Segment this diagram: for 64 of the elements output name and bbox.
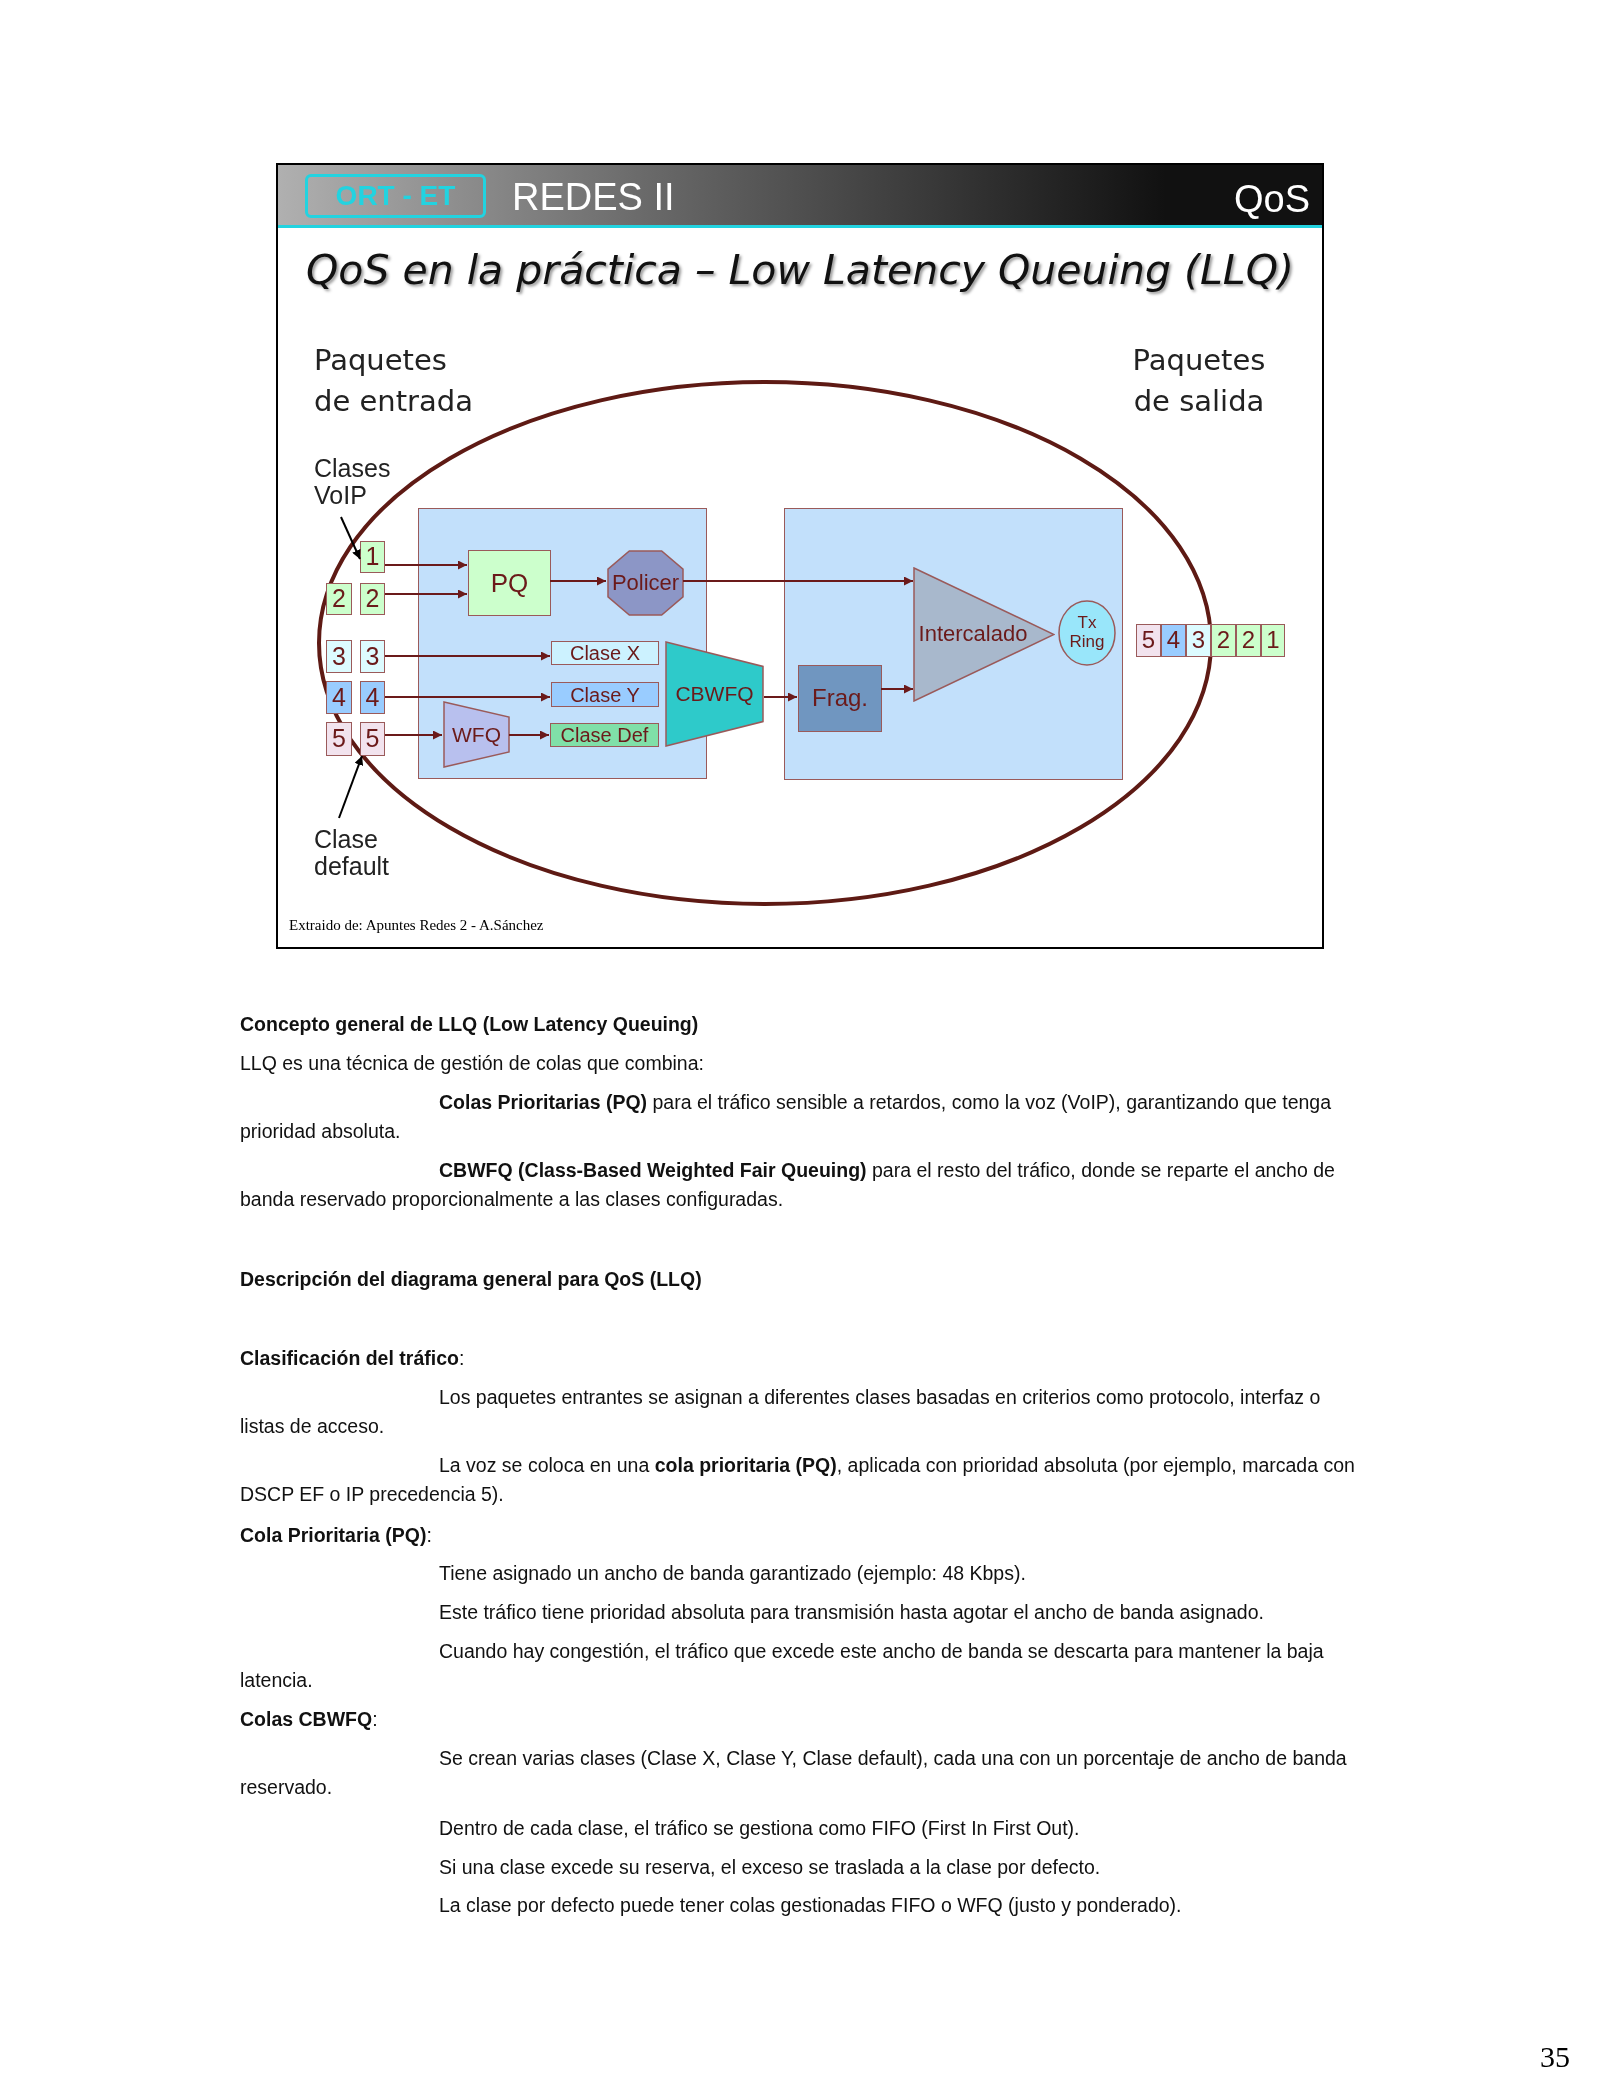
paragraph: Dentro de cada clase, el tráfico se gestiona como FIFO (First In First Out). bbox=[438, 1816, 1081, 1841]
packet-box: 1 bbox=[360, 541, 385, 573]
queue-box: PQ bbox=[468, 550, 551, 616]
arrow bbox=[880, 684, 914, 694]
policer-octagon: Policer bbox=[607, 550, 684, 616]
arrow bbox=[549, 576, 607, 586]
subheading: Colas CBWFQ: bbox=[240, 1707, 379, 1732]
subheading: Clasificación del tráfico: bbox=[240, 1346, 466, 1371]
arrow bbox=[338, 755, 364, 819]
paragraph: La voz se coloca en una cola prioritaria (PQ), aplicada con prioridad absoluta (por ejemplo, marcada con DSCP EF o IP precedencia 5). bbox=[240, 1453, 1356, 1507]
arrow bbox=[340, 516, 361, 560]
packet-box: 5 bbox=[326, 722, 352, 756]
packet-box: 3 bbox=[360, 640, 385, 673]
annotation-text: Paquetes de salida bbox=[1131, 342, 1267, 420]
header-text: QoS bbox=[1232, 177, 1310, 222]
paragraph: Tiene asignado un ancho de banda garantizado (ejemplo: 48 Kbps). bbox=[438, 1561, 1027, 1586]
page-number: 35 bbox=[1540, 2040, 1571, 2074]
wfq-trapezoid: WFQ bbox=[443, 701, 510, 768]
subheading: Cola Prioritaria (PQ): bbox=[240, 1523, 433, 1548]
paragraph: Se crean varias clases (Clase X, Clase Y, Clase default), cada una con un porcentaje de ancho de banda reservado. bbox=[240, 1746, 1348, 1800]
section-heading: Descripción del diagrama general para QoS (LLQ) bbox=[240, 1267, 703, 1292]
paragraph: La clase por defecto puede tener colas gestionadas FIFO o WFQ (justo y ponderado). bbox=[438, 1893, 1183, 1918]
annotation-text: Clase default bbox=[314, 818, 444, 888]
arrow bbox=[384, 589, 468, 599]
paragraph: CBWFQ (Class-Based Weighted Fair Queuing) para el resto del tráfico, donde se reparte el ancho de banda reservado proporcionalmente a las clases configuradas. bbox=[240, 1158, 1336, 1212]
subheading: LLQ es una técnica de gestión de colas que combina: bbox=[240, 1051, 705, 1076]
annotation-text: Clases VoIP bbox=[314, 447, 424, 517]
packet-box: 2 bbox=[360, 583, 385, 615]
class-queue-box: Clase X bbox=[551, 641, 659, 665]
packet-box: 2 bbox=[1211, 624, 1236, 657]
arrow bbox=[384, 651, 551, 661]
packet-box: 4 bbox=[326, 681, 352, 714]
packet-box: 5 bbox=[1136, 624, 1161, 657]
paragraph: Si una clase excede su reserva, el exceso se traslada a la clase por defecto. bbox=[438, 1855, 1102, 1880]
packet-box: 3 bbox=[1186, 624, 1211, 657]
arrow bbox=[763, 692, 798, 702]
panel-background bbox=[784, 508, 1123, 780]
annotation-text: Paquetes de entrada bbox=[314, 342, 474, 420]
packet-box: 2 bbox=[1236, 624, 1261, 657]
packet-box: 2 bbox=[326, 583, 352, 615]
source-note: Extraido de: Apuntes Redes 2 - A.Sánchez bbox=[289, 917, 544, 934]
packet-box: 5 bbox=[360, 722, 385, 756]
paragraph: Este tráfico tiene prioridad absoluta para transmisión hasta agotar el ancho de banda asignado. bbox=[438, 1600, 1265, 1625]
packet-box: 4 bbox=[360, 681, 385, 714]
arrow bbox=[682, 576, 914, 586]
arrow bbox=[384, 692, 551, 702]
packet-box: 4 bbox=[1161, 624, 1186, 657]
scheduler-trapezoid: CBWFQ bbox=[665, 641, 764, 747]
arrow bbox=[508, 730, 550, 740]
packet-box: 3 bbox=[326, 640, 352, 673]
packet-box: 1 bbox=[1261, 624, 1285, 657]
arrow bbox=[384, 730, 443, 740]
paragraph: Cuando hay congestión, el tráfico que excede este ancho de banda se descarta para mantener la baja latencia. bbox=[240, 1639, 1325, 1693]
tx-ring-circle: Tx Ring bbox=[1058, 600, 1116, 666]
paragraph: Colas Prioritarias (PQ) para el tráfico sensible a retardos, como la voz (VoIP), garantizando que tenga prioridad absoluta. bbox=[240, 1090, 1333, 1144]
class-queue-box: Clase Def bbox=[550, 723, 659, 747]
paragraph: Los paquetes entrantes se asignan a diferentes clases basadas en criterios como protocolo, interfaz o listas de acceso. bbox=[240, 1385, 1322, 1439]
class-queue-box: Clase Y bbox=[551, 682, 659, 707]
section-heading: Concepto general de LLQ (Low Latency Queuing) bbox=[240, 1012, 700, 1037]
course-badge: ORT - ET bbox=[305, 174, 486, 218]
header-text: REDES II bbox=[512, 175, 676, 220]
fragmentation-box: Frag. bbox=[798, 665, 882, 732]
slide-title: QoS en la práctica – Low Latency Queuing (LLQ) bbox=[305, 245, 1295, 296]
arrow bbox=[384, 560, 468, 570]
